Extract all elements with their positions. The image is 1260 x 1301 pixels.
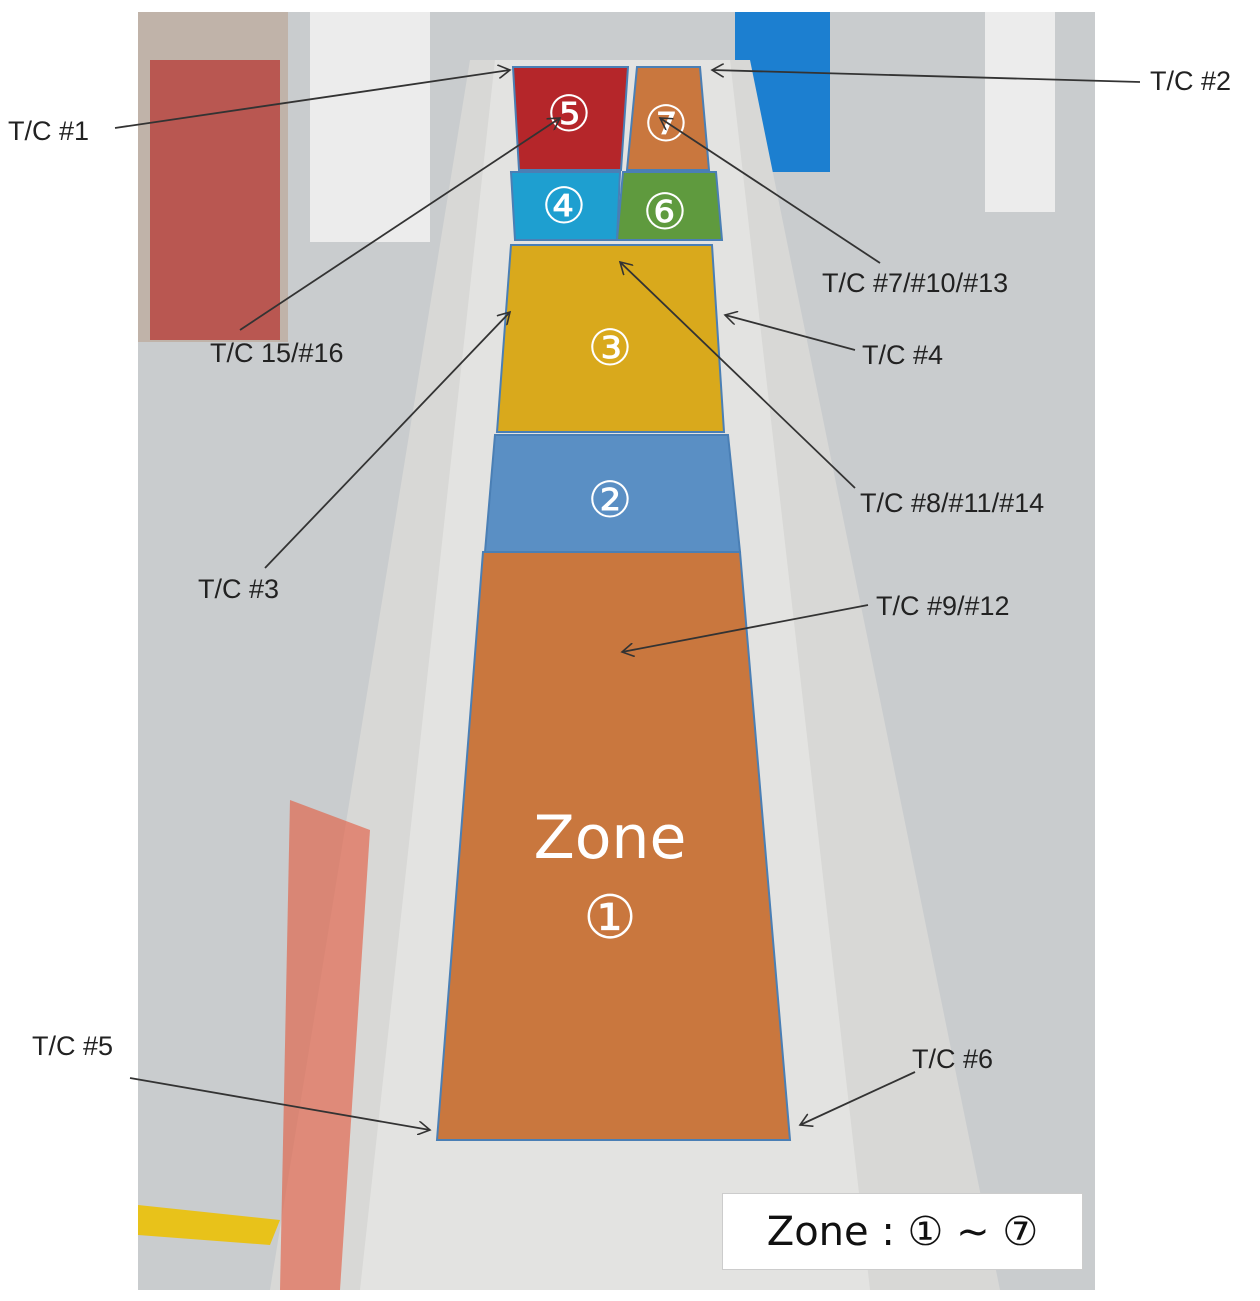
zone-1-label: ① [583, 883, 637, 953]
zone-legend-text: Zone : ① ~ ⑦ [766, 1208, 1039, 1255]
tc15-16-label: T/C 15/#16 [210, 338, 344, 368]
leader-lines [114, 70, 1141, 1130]
tc4-label: T/C #4 [862, 340, 943, 370]
zone-4-label: ④ [542, 177, 587, 235]
zone-5-label: ⑤ [547, 85, 592, 143]
tc1-label: T/C #1 [8, 116, 89, 146]
zone-6 [615, 171, 724, 241]
tc9-12-label: T/C #9/#12 [876, 591, 1010, 621]
zone-6-label: ⑥ [643, 183, 688, 241]
tc7-10-13-label: T/C #7/#10/#13 [822, 268, 1008, 298]
tc2-label: T/C #2 [1150, 66, 1231, 96]
zone-legend: Zone : ① ~ ⑦ [722, 1193, 1083, 1270]
tc5-label: T/C #5 [32, 1031, 113, 1061]
zone-7-label: ⑦ [644, 95, 689, 153]
tc8-11-14-label: T/C #8/#11/#14 [860, 488, 1044, 518]
zone-3 [495, 244, 726, 433]
zone-2-label: ② [588, 471, 633, 529]
zone-2 [483, 434, 742, 553]
zone-5 [511, 66, 630, 171]
zone-3-label: ③ [588, 319, 633, 377]
tc6-label: T/C #6 [912, 1044, 993, 1074]
zone-1-title: Zone [534, 803, 687, 873]
tc3-label: T/C #3 [198, 574, 279, 604]
